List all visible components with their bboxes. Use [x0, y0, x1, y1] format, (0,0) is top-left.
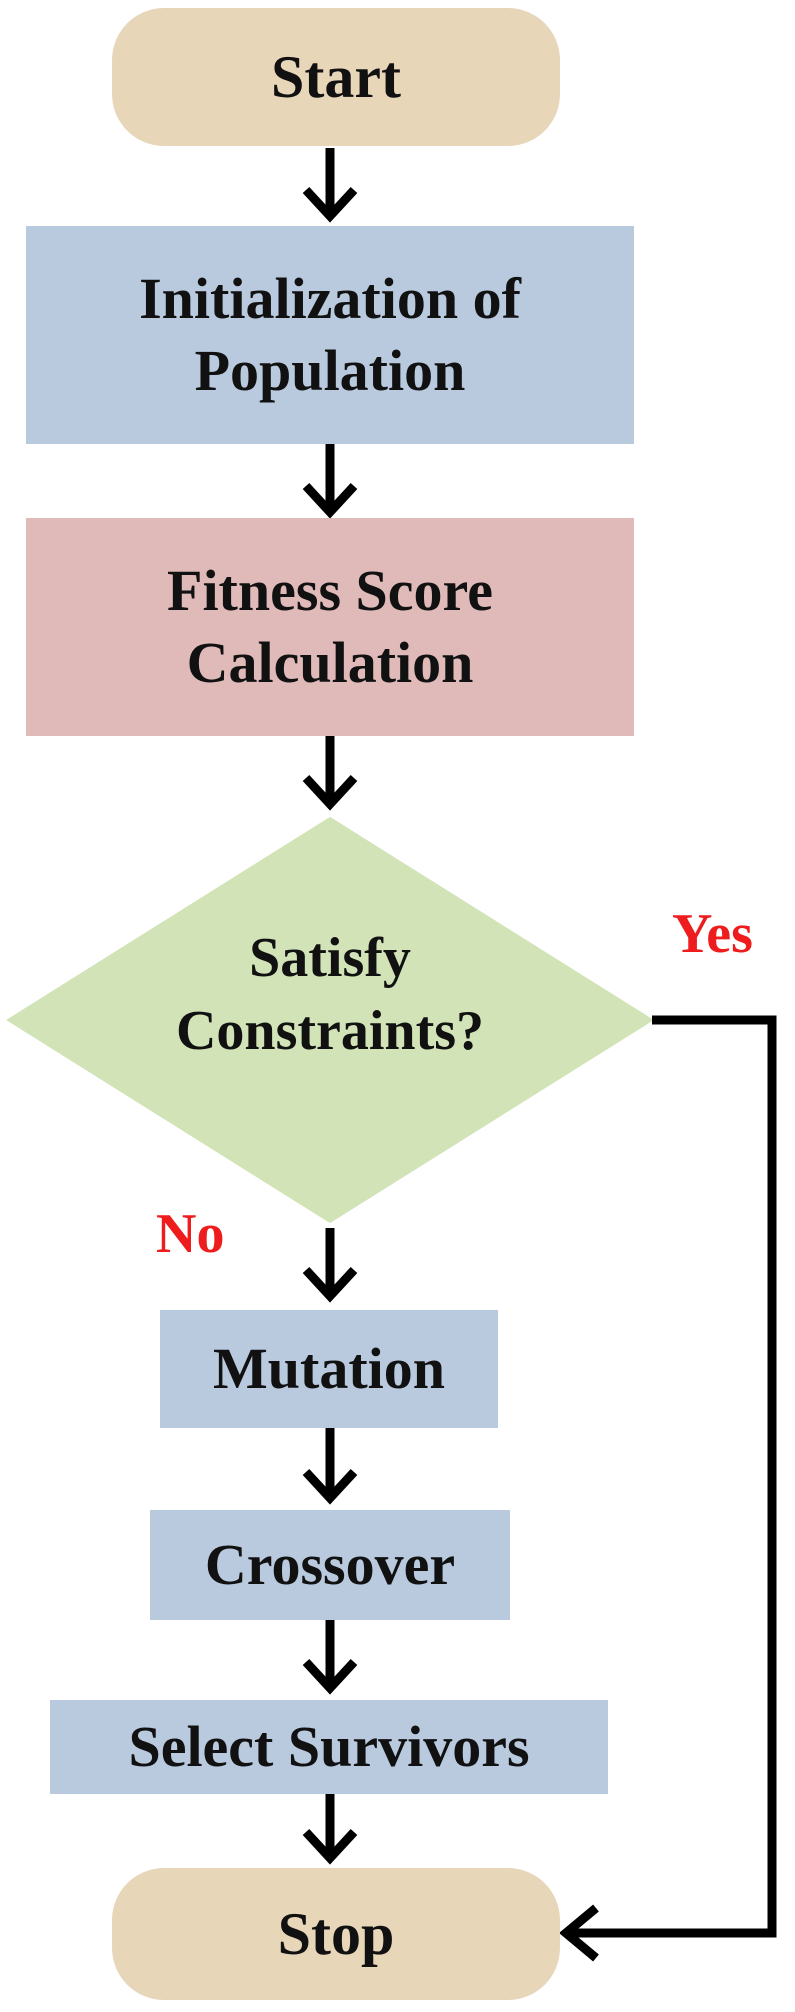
- stop-label: Stop: [277, 1900, 395, 1967]
- initialization-node: Initialization of Population: [26, 226, 634, 444]
- crossover-node: Crossover: [150, 1510, 510, 1620]
- no-label: No: [156, 1203, 225, 1265]
- yes-label: Yes: [672, 903, 753, 965]
- decision-diamond-shape: [6, 816, 654, 1224]
- fitness-label-line1: Fitness Score: [167, 557, 493, 623]
- start-label: Start: [271, 43, 401, 110]
- fitness-node: Fitness Score Calculation: [26, 518, 634, 736]
- fitness-label-line2: Calculation: [186, 630, 474, 695]
- select-survivors-label: Select Survivors: [128, 1713, 530, 1779]
- mutation-node: Mutation: [160, 1310, 498, 1428]
- initialization-label-line2: Population: [194, 338, 466, 403]
- decision-label-line1: Satisfy: [249, 927, 411, 990]
- initialization-label-line1: Initialization of: [139, 265, 521, 331]
- select-survivors-node: Select Survivors: [50, 1700, 608, 1794]
- start-node: Start: [112, 8, 560, 146]
- decision-node: Satisfy Constraints?: [90, 900, 570, 1090]
- stop-node: Stop: [112, 1868, 560, 2000]
- arrow-yes-to-stop: [568, 1015, 777, 1938]
- crossover-label: Crossover: [204, 1531, 456, 1597]
- decision-label-line2: Constraints?: [175, 1000, 485, 1062]
- mutation-label: Mutation: [213, 1335, 445, 1401]
